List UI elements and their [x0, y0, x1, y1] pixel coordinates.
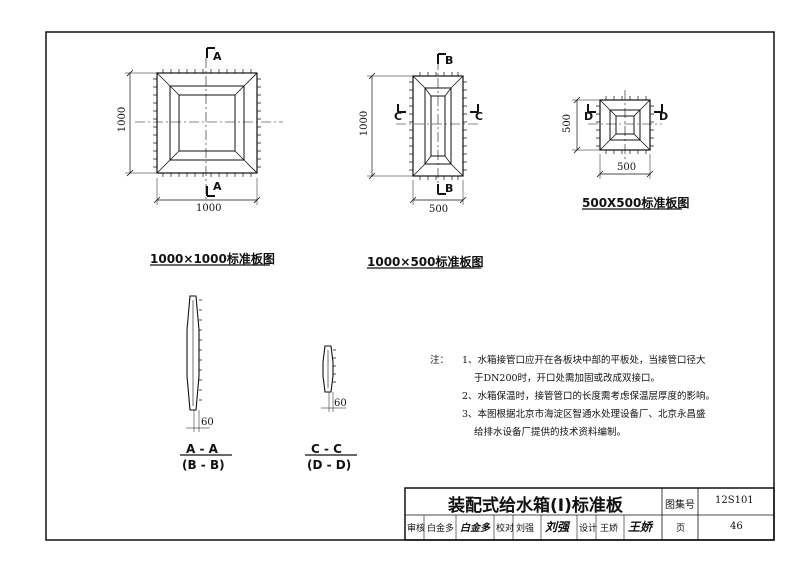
plate-500x500-plan — [572, 90, 663, 179]
design-label: 设计 — [579, 524, 598, 534]
note-text: 1、水箱接管口应开在各板块中部的平板处，当接管口径大 — [462, 355, 706, 366]
note-text: 给排水设备厂提供的技术资料编制。 — [474, 427, 627, 438]
dimension-width-1000x500: 500 — [429, 204, 449, 215]
caption-underlines — [150, 208, 682, 269]
page-label: 页 — [676, 524, 686, 534]
dimension-width-500x500: 500 — [617, 162, 637, 173]
check-signature: 刘强 — [545, 520, 570, 534]
note-1-cont: 于DN200时，开口处需加固或改成双接口。 — [430, 370, 760, 388]
note-3-cont: 给排水设备厂提供的技术资料编制。 — [430, 424, 760, 442]
section-a-a-profile — [180, 295, 232, 456]
check-name: 刘强 — [516, 524, 535, 534]
design-signature: 王娇 — [628, 520, 653, 534]
section-mark-c-left: C — [394, 110, 403, 123]
dimension-height-1000x1000: 1000 — [117, 106, 129, 133]
review-signature: 白金多 — [460, 523, 490, 534]
caption-500x500: 500X500标准板图 — [582, 196, 690, 210]
page-number: 46 — [730, 521, 743, 532]
section-mark-a-bottom: A — [213, 180, 222, 193]
design-name: 王娇 — [600, 524, 619, 534]
atlas-label: 图集号 — [665, 500, 695, 511]
dimension-60-a-a: 60 — [201, 417, 214, 428]
note-3: 3、本图根据北京市海淀区智通水处理设备厂、北京永昌盛 — [430, 406, 760, 424]
section-mark-d-left: D — [584, 110, 594, 123]
note-text: 2、水箱保温时，接管管口的长度需考虑保温层厚度的影响。 — [462, 391, 716, 402]
dimension-width-1000x1000: 1000 — [196, 203, 222, 214]
caption-1000x1000: 1000×1000标准板图 — [150, 252, 275, 266]
section-mark-d-right: D — [659, 110, 669, 123]
plate-1000x500-plan — [367, 53, 480, 205]
section-c-c-subtitle: (D - D) — [307, 458, 352, 472]
section-mark-a-top: A — [213, 50, 222, 63]
section-mark-b-top: B — [445, 54, 454, 67]
drawing-title: 装配式给水箱(I)标准板 — [448, 496, 623, 516]
note-2: 2、水箱保温时，接管管口的长度需考虑保温层厚度的影响。 — [430, 388, 760, 406]
notes-prefix: 注： — [430, 355, 450, 366]
dimension-height-500x500: 500 — [562, 113, 574, 134]
section-a-a-subtitle: (B - B) — [182, 458, 225, 472]
review-name: 白金多 — [427, 524, 455, 534]
section-c-c-profile — [305, 345, 357, 456]
note-text: 3、本图根据北京市海淀区智通水处理设备厂、北京永昌盛 — [462, 409, 706, 420]
check-label: 校对 — [496, 524, 515, 534]
section-mark-b-bottom: B — [445, 182, 454, 195]
caption-1000x500: 1000×500标准板图 — [367, 255, 484, 269]
notes-block: 注： 1、水箱接管口应开在各板块中部的平板处，当接管口径大 于DN200时，开口处… — [430, 352, 760, 442]
review-label: 审核 — [407, 524, 426, 534]
dimension-60-c-c: 60 — [334, 398, 347, 409]
section-c-c-title: C - C — [311, 442, 342, 456]
section-mark-c-right: C — [475, 110, 484, 123]
sheet-border — [45, 31, 775, 541]
plate-1000x1000-plan — [125, 47, 283, 205]
section-a-a-title: A - A — [186, 442, 218, 456]
note-1: 注： 1、水箱接管口应开在各板块中部的平板处，当接管口径大 — [430, 352, 760, 370]
dimension-height-1000x500: 1000 — [359, 110, 371, 137]
atlas-number: 12S101 — [715, 495, 754, 506]
title-block-frame — [404, 487, 775, 541]
note-text: 于DN200时，开口处需加固或改成双接口。 — [474, 373, 661, 384]
